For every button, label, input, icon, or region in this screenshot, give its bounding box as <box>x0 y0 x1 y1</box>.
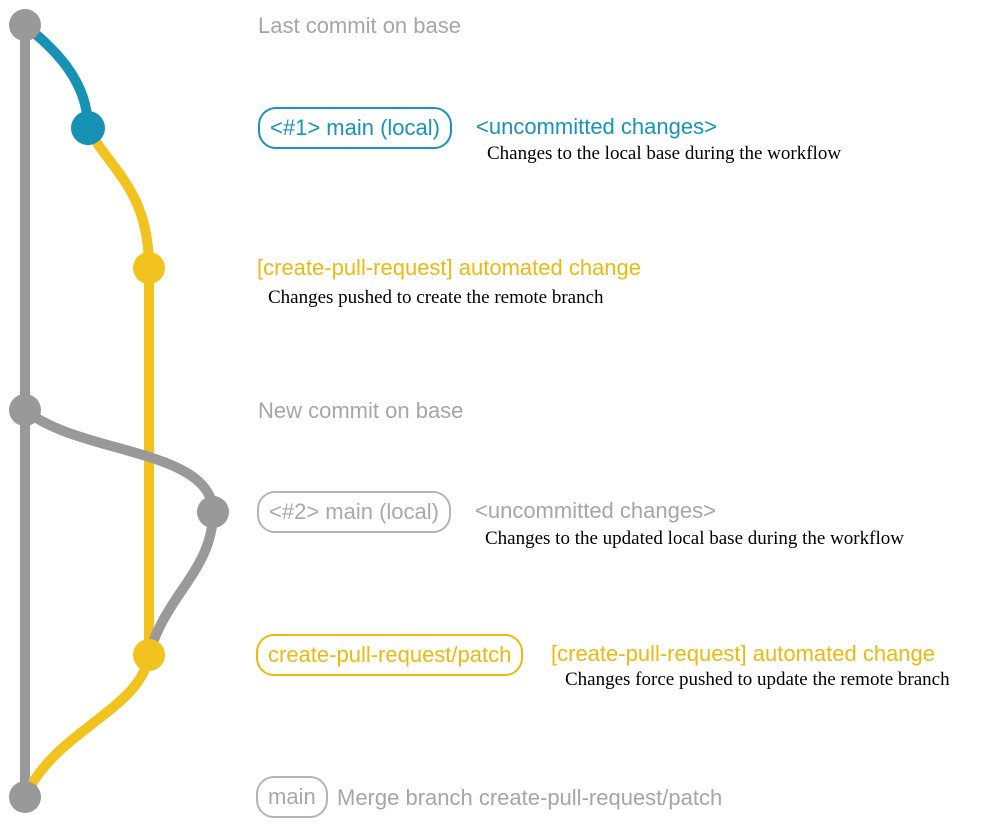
note-force-push-remote: Changes force pushed to update the remot… <box>565 669 950 690</box>
yellow-merge-curve <box>20 653 154 800</box>
gray-branchout-curve <box>21 406 218 513</box>
commit-label-last-base: Last commit on base <box>258 13 461 38</box>
blue-branchout-curve <box>21 21 93 129</box>
branch-badge-main-local-2: <#2> main (local) <box>257 491 451 533</box>
gray-rebase-curve <box>144 511 218 657</box>
commit-dot-new-base <box>9 394 41 426</box>
commit-message-uncommitted-1: <uncommitted changes> <box>476 114 717 139</box>
commit-dot-automated-2 <box>133 639 165 671</box>
commit-dot-merge <box>9 781 41 813</box>
commit-label-new-base: New commit on base <box>258 398 464 423</box>
yellow-branchout-curve <box>83 125 154 269</box>
commit-dot-last-base <box>9 9 41 41</box>
branch-badge-main-local-1: <#1> main (local) <box>258 107 452 149</box>
commit-message-automated-2: [create-pull-request] automated change <box>551 641 936 666</box>
branch-badge-main: main <box>256 776 328 818</box>
note-local-base-changes: Changes to the local base during the wor… <box>487 143 842 164</box>
commit-dot-main-local-2 <box>197 496 229 528</box>
commit-message-uncommitted-2: <uncommitted changes> <box>475 498 716 523</box>
commit-message-automated-1: [create-pull-request] automated change <box>257 255 642 280</box>
branch-badge-create-pull-request-patch: create-pull-request/patch <box>256 634 524 676</box>
commit-dot-automated-1 <box>133 252 165 284</box>
commit-message-merge: Merge branch create-pull-request/patch <box>337 785 723 810</box>
note-updated-local-base: Changes to the updated local base during… <box>485 528 904 549</box>
commit-dot-main-local-1 <box>71 111 105 145</box>
note-push-create-remote: Changes pushed to create the remote bran… <box>268 287 604 308</box>
